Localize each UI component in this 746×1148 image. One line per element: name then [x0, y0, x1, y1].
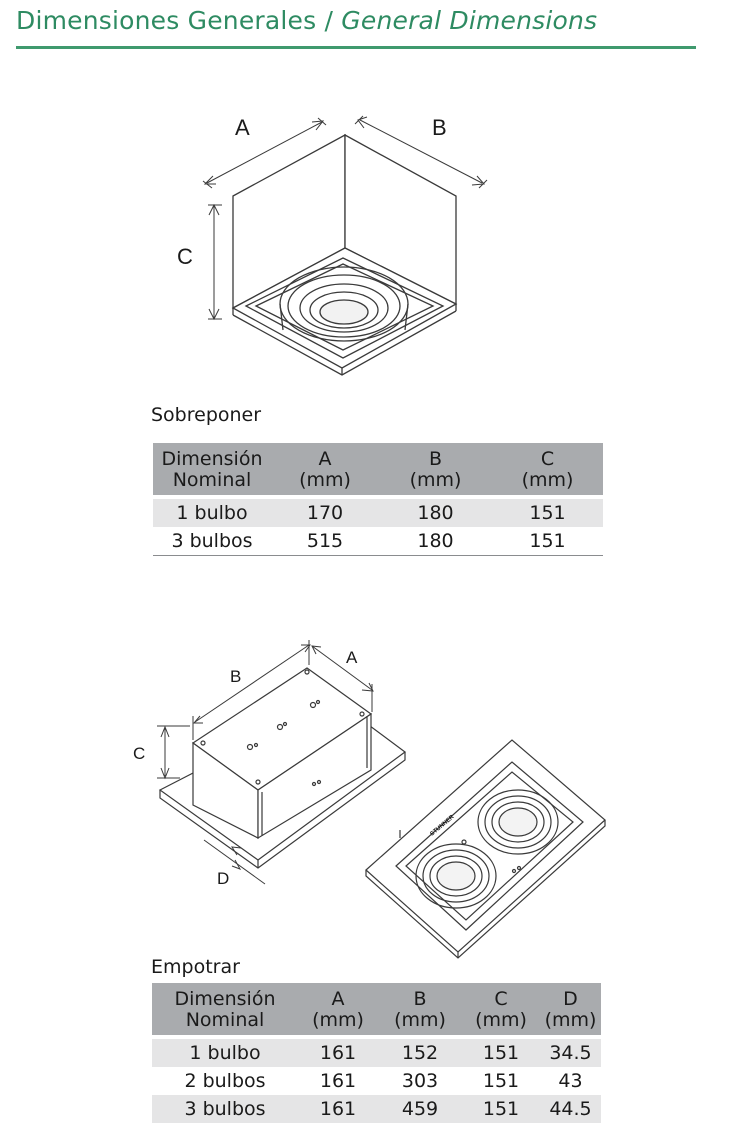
label-b: B — [432, 115, 447, 140]
table-row: 3 bulbos 515 180 151 — [153, 527, 603, 556]
cell-a: 170 — [271, 499, 379, 527]
label-b: B — [230, 667, 241, 686]
row-label: 1 bulbo — [152, 1039, 298, 1067]
label-a: A — [346, 648, 358, 667]
caption-recessed: Empotrar — [151, 956, 240, 978]
cell-a: 161 — [298, 1039, 378, 1067]
table-row: 3 bulbos 161 459 151 44.5 — [152, 1095, 601, 1123]
title-underline — [16, 46, 696, 49]
lamp-1-outer — [415, 843, 497, 909]
trim-plate — [365, 739, 606, 953]
housing-side — [257, 712, 372, 840]
label-c: C — [133, 744, 145, 763]
cell-c: 151 — [529, 530, 566, 552]
dimension-line-b — [359, 119, 483, 184]
cell-b: 459 — [378, 1095, 462, 1123]
header-d: D(mm) — [540, 983, 601, 1035]
table-row: 1 bulbo 161 152 151 34.5 — [152, 1039, 601, 1067]
title-separator: / — [316, 6, 342, 35]
header-c: C(mm) — [462, 983, 540, 1035]
dimension-line-d — [203, 839, 266, 885]
cube-inner-trim — [244, 257, 445, 359]
cell-b: 180 — [379, 499, 492, 527]
header-a: A(mm) — [271, 443, 379, 495]
row-label: 3 bulbos — [152, 1095, 298, 1123]
cell-a: 515 — [306, 530, 344, 552]
title-spanish: Dimensiones Generales — [16, 6, 317, 35]
cell-a: 161 — [319, 1070, 357, 1092]
cell-c: 151 — [482, 1070, 520, 1092]
label-a: A — [235, 115, 250, 140]
header-c: C(mm) — [492, 443, 603, 495]
dimension-line-b — [194, 644, 310, 723]
recessed-diagram: A B C D STUNNER — [0, 630, 746, 960]
header-b: B(mm) — [378, 983, 462, 1035]
dimension-line-a — [206, 121, 323, 184]
header-a: A(mm) — [298, 983, 378, 1035]
cell-d: 44.5 — [540, 1095, 601, 1123]
cell-b: 152 — [378, 1039, 462, 1067]
table-row: 1 bulbo 170 180 151 — [153, 499, 603, 527]
row-label: 2 bulbos — [184, 1070, 266, 1092]
dimension-line-a — [311, 645, 373, 691]
page-title: Dimensiones Generales / General Dimensio… — [16, 6, 597, 35]
row-label: 3 bulbos — [171, 530, 253, 552]
cell-c: 151 — [492, 499, 603, 527]
cell-a: 161 — [298, 1095, 378, 1123]
cell-d: 34.5 — [540, 1039, 601, 1067]
lamp-2-outer — [477, 789, 559, 855]
cube-inner-trim-2 — [254, 263, 435, 351]
caption-surface-mount: Sobreponer — [151, 404, 262, 426]
row-label: 1 bulbo — [153, 499, 271, 527]
label-c: C — [177, 244, 193, 269]
cell-d: 43 — [558, 1070, 583, 1092]
trim-inner-frame — [395, 761, 584, 931]
label-d: D — [217, 869, 229, 888]
cell-b: 303 — [401, 1070, 439, 1092]
header-b: B(mm) — [379, 443, 492, 495]
cell-b: 180 — [417, 530, 454, 552]
title-english: General Dimensions — [341, 6, 598, 35]
surface-mount-diagram: A B C — [0, 100, 746, 400]
table-row: 2 bulbos 161 303 151 43 — [152, 1067, 601, 1095]
cell-c: 151 — [462, 1095, 540, 1123]
cell-c: 151 — [462, 1039, 540, 1067]
